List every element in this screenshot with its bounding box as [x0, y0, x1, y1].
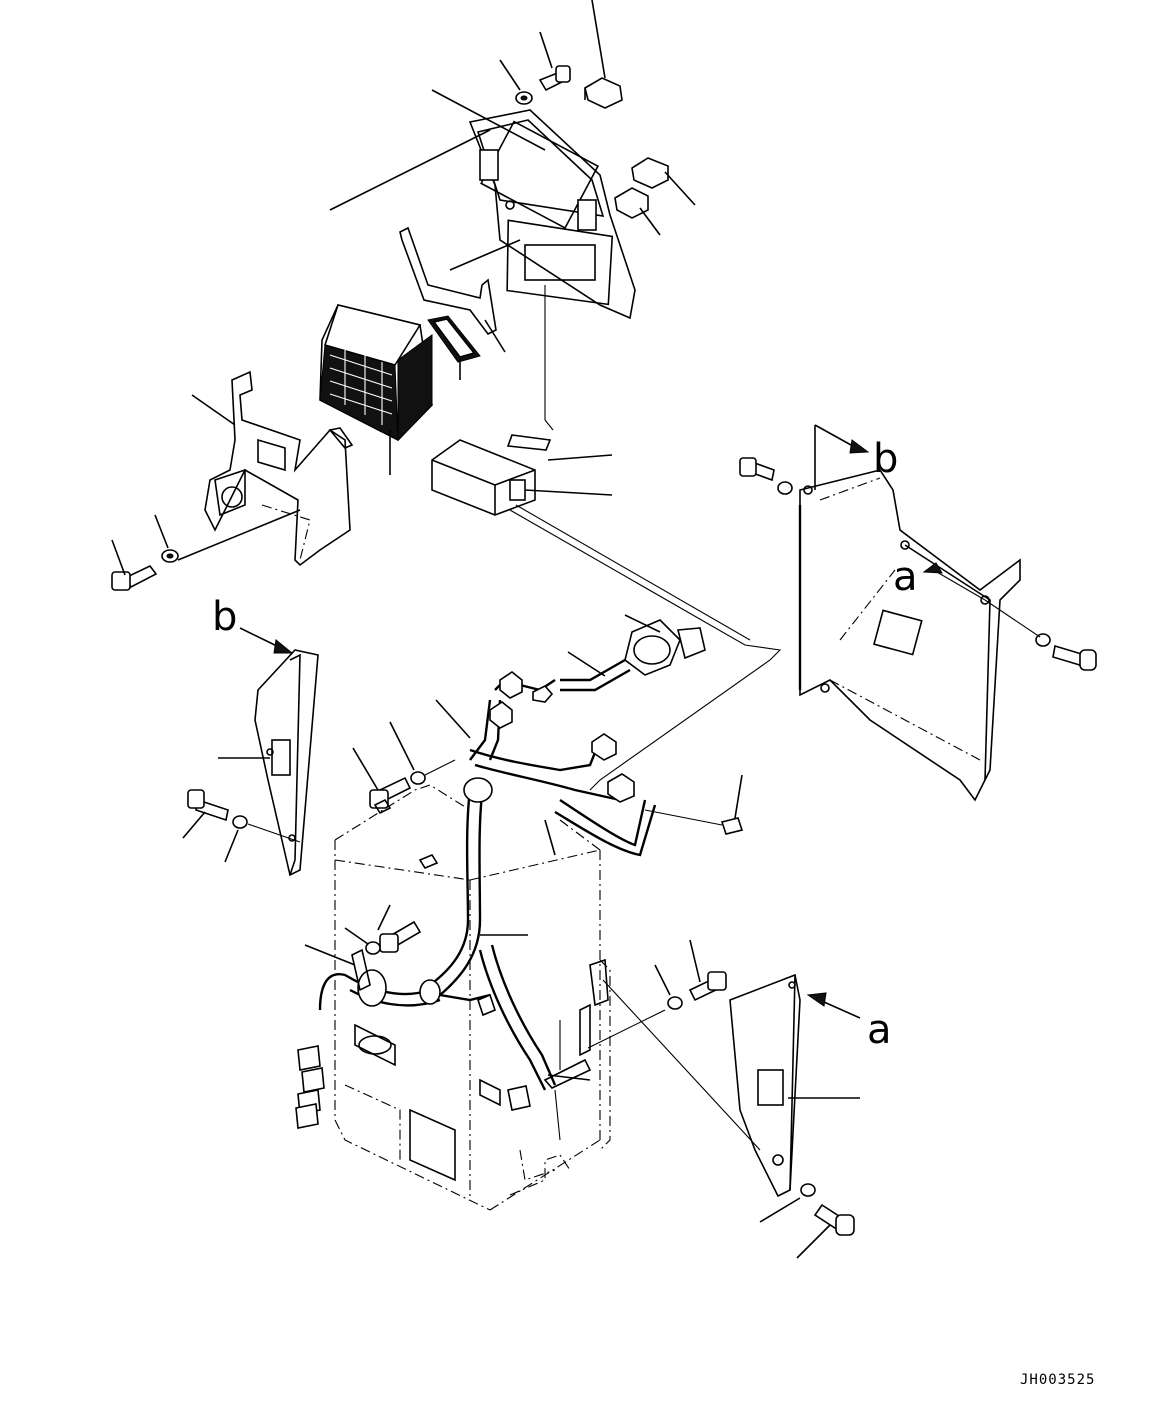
washer-left-lower: [224, 815, 248, 863]
washer-lower-right: [759, 1183, 816, 1223]
view-letter-b-upper: b: [873, 436, 898, 482]
bolt-lower-middle: [688, 939, 727, 1002]
relay-box: [431, 439, 613, 516]
bolt-lower-right: [796, 1203, 855, 1259]
harness-connectors: [295, 671, 744, 1129]
monitor-bracket: [191, 370, 354, 567]
washer-center-upper: [389, 721, 426, 785]
drawing-code: JH003525: [1020, 1372, 1095, 1388]
washer-right-upper: [777, 481, 793, 495]
monitor-mounting-plate: [468, 109, 636, 320]
bolt-right-upper: [739, 457, 775, 482]
bolt-center-lower: [377, 904, 422, 953]
washer-top: [499, 59, 533, 105]
controller-unit: [319, 304, 433, 475]
washer-center-lower: [344, 927, 381, 955]
gasket-seal: [399, 226, 506, 353]
wire-harness: [318, 678, 657, 1091]
bolt-top: [538, 31, 571, 92]
left-cover-plate: [218, 649, 319, 877]
bolt-left-lower: [182, 789, 229, 839]
view-letter-b-left: b: [212, 594, 237, 640]
bolt-right-lower: [1052, 644, 1097, 671]
bolt-center-upper: [352, 747, 412, 809]
washer-left-upper: [154, 514, 179, 563]
view-letter-a-upper: a: [893, 554, 918, 600]
key-switch: [624, 614, 706, 676]
lower-cover-plate: [729, 973, 860, 1198]
connector-right-upper: [631, 157, 696, 206]
seal-strip: [506, 434, 613, 461]
view-letter-a-lower: a: [867, 1007, 892, 1053]
connector-right-lower: [614, 187, 661, 236]
cab-frame: [334, 784, 611, 1211]
connector-top: [584, 0, 623, 109]
washer-lower-middle: [654, 964, 683, 1010]
clamp: [304, 944, 371, 992]
side-cover-panel: [798, 469, 1021, 802]
bolt-left-upper: [111, 539, 158, 591]
filter-pad: [427, 315, 481, 380]
